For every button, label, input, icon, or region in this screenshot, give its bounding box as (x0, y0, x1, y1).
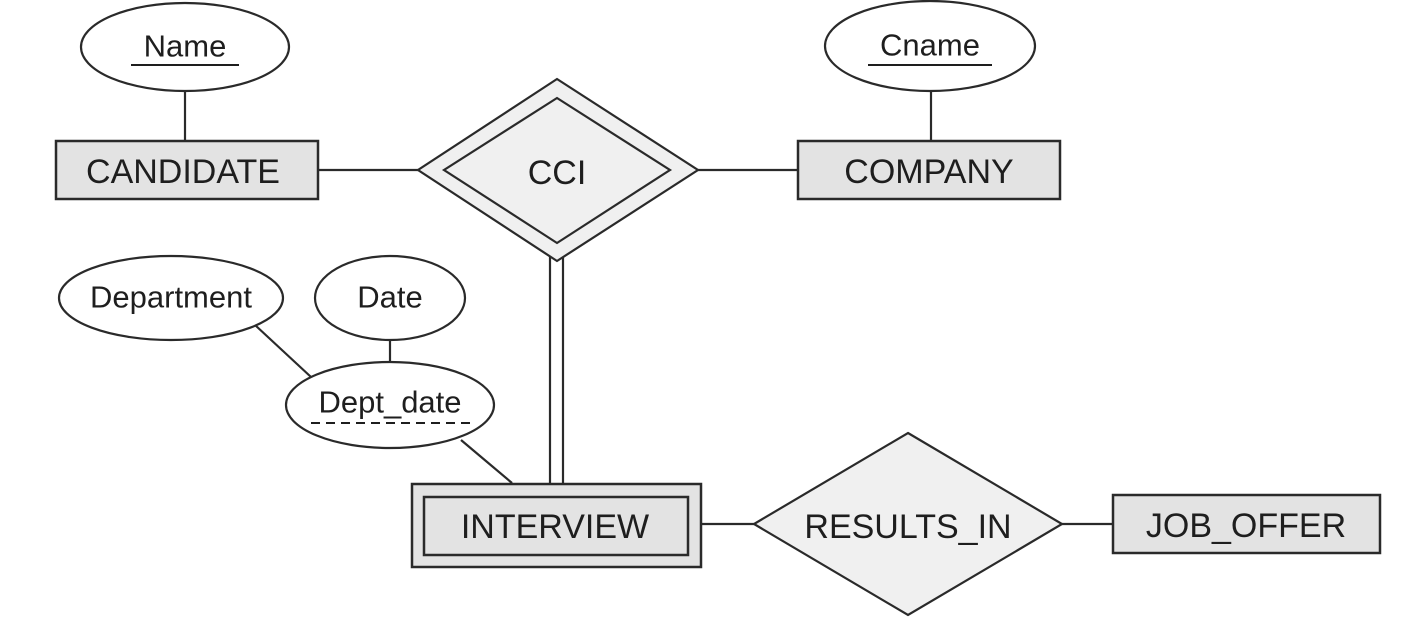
entity-candidate: CANDIDATE (54, 139, 320, 201)
attribute-ellipse (313, 254, 467, 342)
attribute-ellipse (57, 254, 285, 342)
connector-deptdate-interview (460, 439, 513, 484)
attribute-department: Department (57, 254, 285, 342)
entity-job-offer-label: JOB_OFFER (1146, 507, 1346, 545)
entity-box-inner (422, 495, 690, 557)
attribute-ellipse (823, 0, 1037, 93)
relationship-results-in: RESULTS_IN (751, 431, 1065, 617)
entity-box (1111, 493, 1382, 555)
attribute-date-label: Date (357, 280, 422, 315)
entity-candidate-label: CANDIDATE (86, 153, 280, 191)
connectors (183, 92, 1113, 526)
relationship-diamond-inner (441, 96, 673, 245)
relationship-results-in-label: RESULTS_IN (804, 508, 1011, 546)
relationship-diamond (751, 431, 1065, 617)
entity-interview: INTERVIEW (410, 482, 703, 569)
attribute-dept-date: Dept_date (284, 360, 496, 450)
relationship-cci: CCI (415, 77, 701, 263)
attribute-name: Name (79, 1, 291, 93)
connector-department-deptdate (254, 324, 312, 378)
attribute-date: Date (313, 254, 467, 342)
attribute-cname: Cname (823, 0, 1037, 93)
entity-interview-label: INTERVIEW (461, 508, 649, 546)
attribute-ellipse (284, 360, 496, 450)
attribute-cname-label: Cname (880, 28, 980, 63)
attribute-ellipse (79, 1, 291, 93)
entity-box (796, 139, 1062, 201)
relationship-cci-label: CCI (528, 154, 587, 192)
attribute-dept-date-label: Dept_date (318, 385, 461, 420)
attribute-department-label: Department (90, 280, 252, 315)
entity-box (54, 139, 320, 201)
attribute-name-label: Name (144, 29, 227, 64)
entity-company: COMPANY (796, 139, 1062, 201)
entity-company-label: COMPANY (844, 153, 1013, 191)
entity-job-offer: JOB_OFFER (1111, 493, 1382, 555)
